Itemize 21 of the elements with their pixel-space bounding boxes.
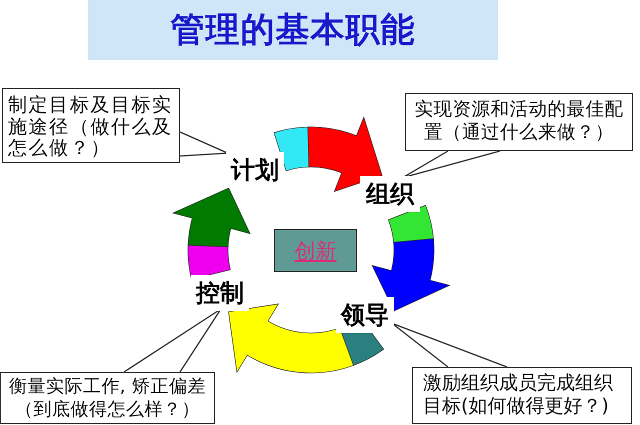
- callout-text: 衡量实际工作, 矫正偏差（到底做得怎么样？）: [8, 375, 208, 421]
- center-box: [274, 229, 357, 272]
- curved-arrow: [228, 304, 384, 374]
- callout-text: 实现资源和活动的最佳配置（通过什么来做？）: [414, 98, 624, 144]
- curved-arrow: [274, 116, 382, 192]
- curved-arrow: [372, 205, 450, 312]
- center-text: 创新: [294, 238, 336, 264]
- function-label: 领导: [336, 297, 394, 333]
- diagram-title: 管理的基本职能: [170, 10, 416, 50]
- callout-text: 激励组织成员完成组织目标(如何做得更好？): [423, 372, 614, 418]
- callout-box: [0, 372, 215, 424]
- function-label: 控制: [191, 275, 249, 311]
- callout-box: [2, 88, 180, 163]
- function-label: 组织: [360, 176, 420, 212]
- function-label: 计划: [226, 152, 284, 188]
- curved-arrow: [172, 188, 250, 280]
- callout-box: [412, 367, 632, 424]
- callout-box: [405, 93, 633, 151]
- callout-text: 制定目标及目标实施途径（做什么及怎么做？）: [8, 95, 174, 160]
- callout-pointer: [179, 131, 228, 157]
- callout-pointer: [402, 150, 501, 178]
